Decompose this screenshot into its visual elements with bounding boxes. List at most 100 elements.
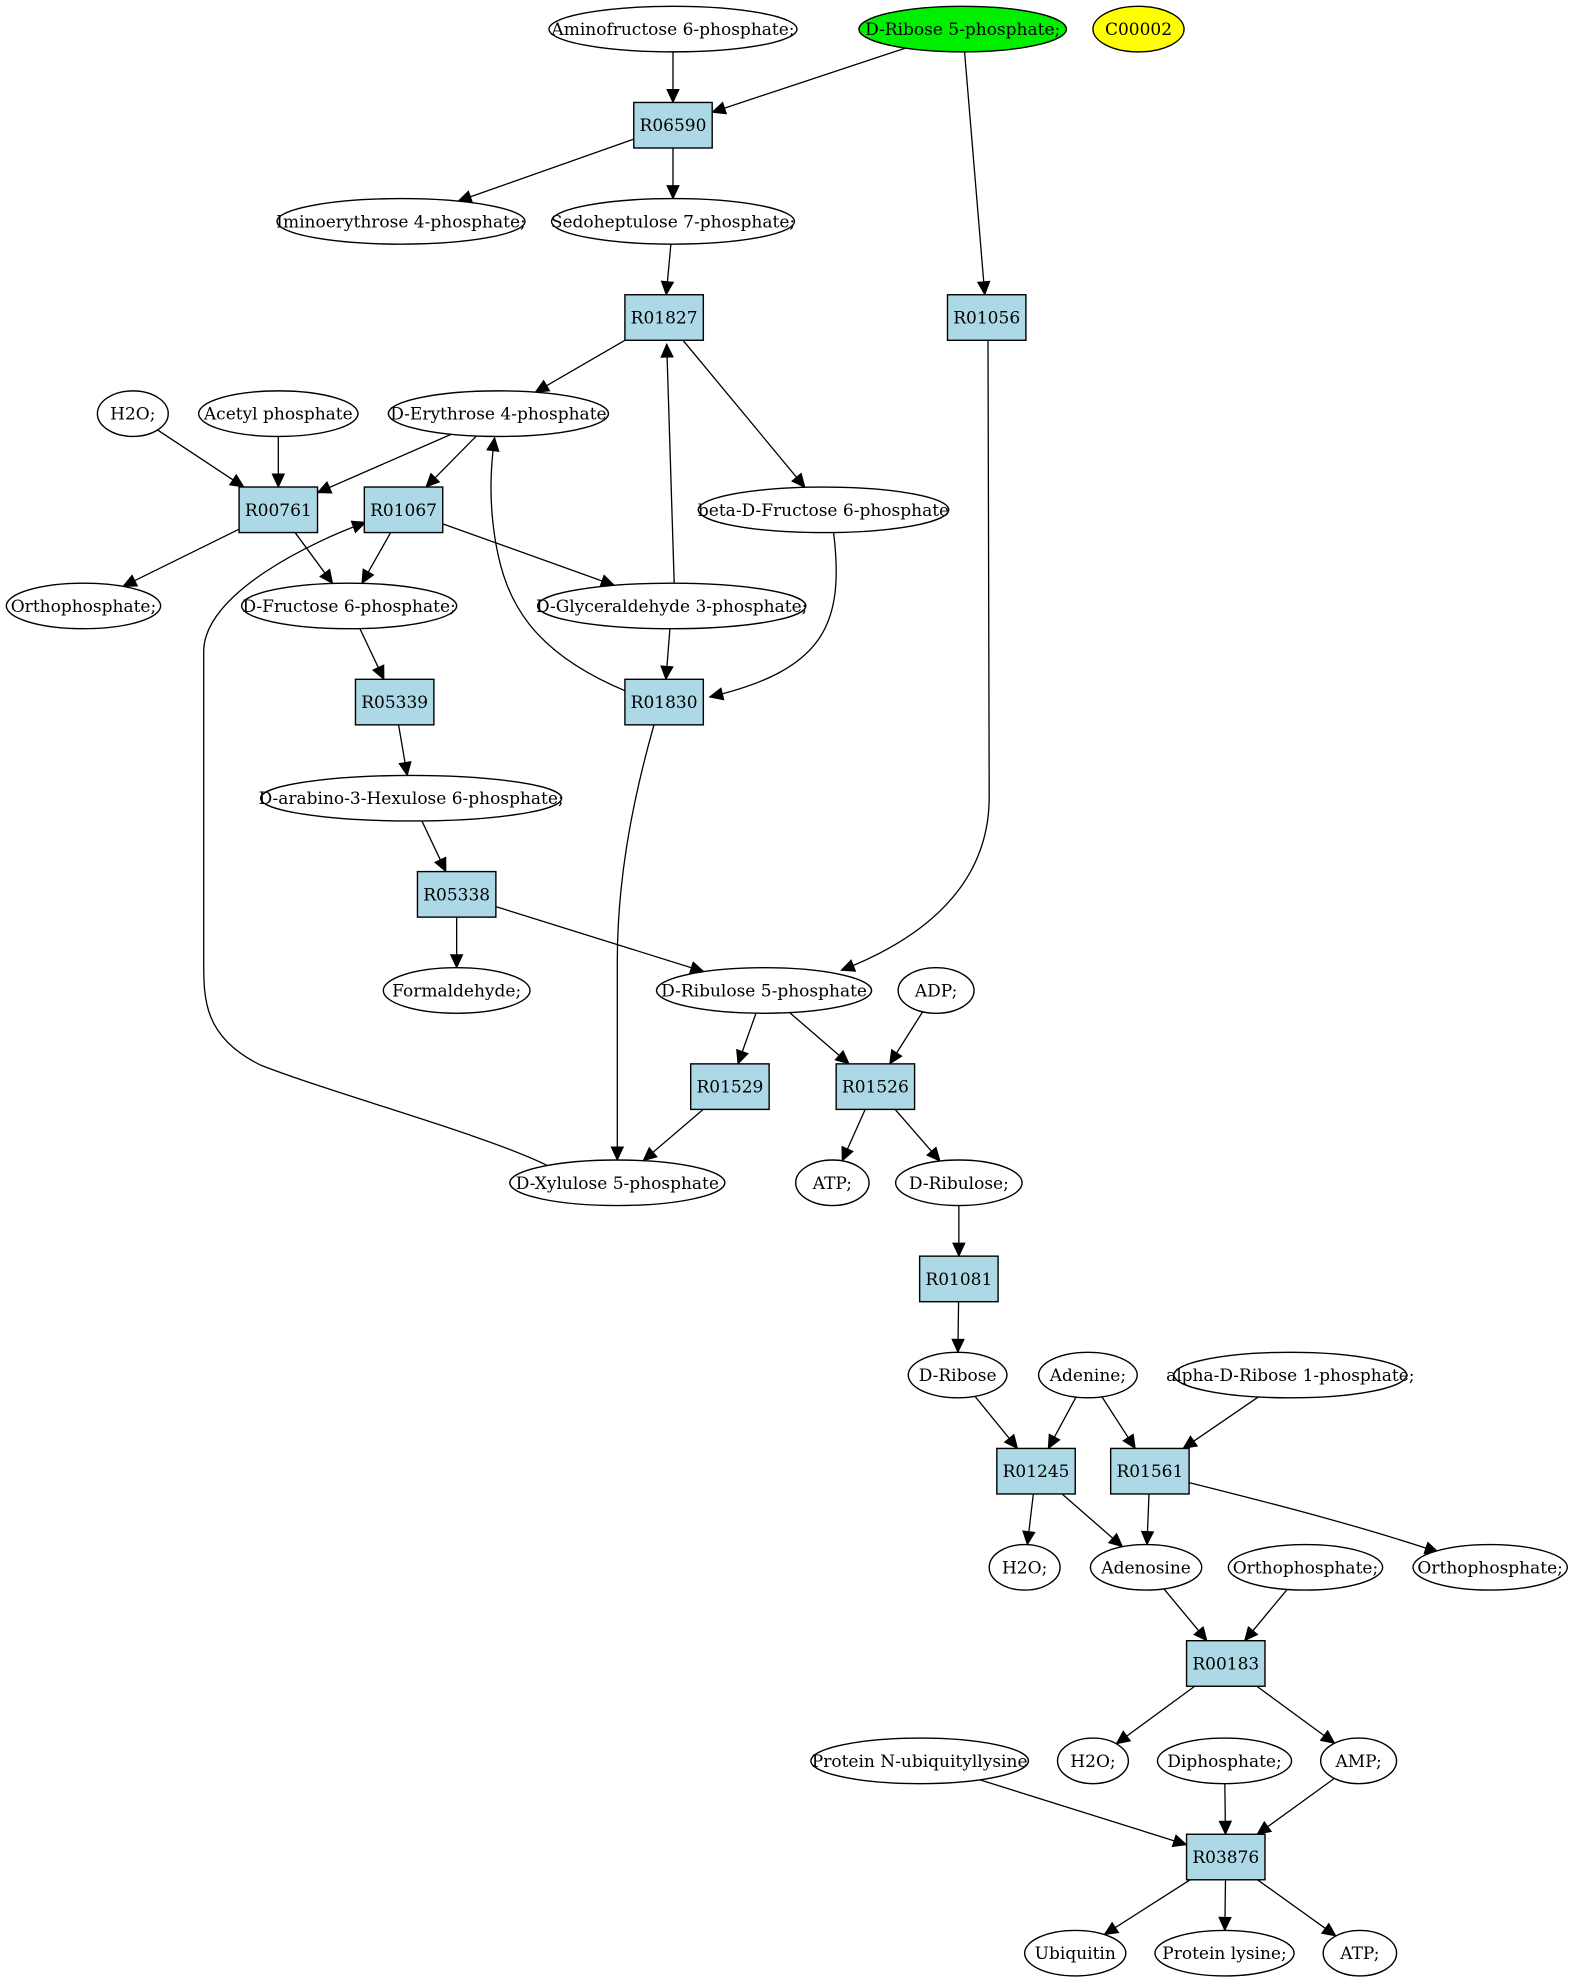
- edge-darabino-to-r05338: [421, 820, 447, 873]
- reaction-node-r01081[interactable]: R01081: [918, 1255, 999, 1303]
- compound-node-formaldehyde[interactable]: Formaldehyde;: [382, 967, 531, 1014]
- reaction-node-r05338[interactable]: R05338: [416, 870, 497, 918]
- reaction-node-r00761[interactable]: R00761: [238, 486, 319, 534]
- reaction-node-r01561[interactable]: R01561: [1109, 1447, 1190, 1495]
- compound-node-atp_1[interactable]: ATP;: [794, 1159, 870, 1207]
- node-label: ADP;: [914, 981, 957, 1001]
- edge-dribulose5p-to-r01526: [789, 1012, 850, 1065]
- edge-line: [979, 1779, 1187, 1846]
- compound-node-adenine[interactable]: Adenine;: [1037, 1351, 1138, 1399]
- reaction-box: [238, 486, 319, 534]
- node-label: Diphosphate;: [1167, 1752, 1281, 1772]
- reaction-box: [633, 101, 713, 149]
- reaction-node-r01827[interactable]: R01827: [624, 294, 705, 341]
- node-label: R01526: [842, 1078, 909, 1098]
- arrowhead: [834, 1049, 850, 1065]
- arrowhead: [660, 665, 674, 681]
- compound-node-alphadribose[interactable]: alpha-D-Ribose 1-phosphate;: [1166, 1351, 1415, 1399]
- edge-r01245-to-h2o_2: [1022, 1493, 1036, 1546]
- compound-ellipse: [276, 197, 526, 245]
- reaction-box: [1185, 1833, 1266, 1881]
- compound-node-adenosine[interactable]: Adenosine: [1089, 1543, 1203, 1591]
- compound-node-sedoheptulose[interactable]: Sedoheptulose 7-phosphate;: [551, 197, 795, 245]
- edge-amp-to-r03876: [1256, 1777, 1335, 1835]
- compound-node-proteinnubiq[interactable]: Protein N-ubiquityllysine: [810, 1737, 1030, 1785]
- edge-r03876-to-ubiquitin: [1103, 1879, 1191, 1936]
- compound-node-h2o_2[interactable]: H2O;: [988, 1543, 1061, 1591]
- node-label: D-Ribulose 5-phosphate: [661, 981, 867, 1001]
- node-label: R03876: [1192, 1848, 1259, 1868]
- compound-node-adp[interactable]: ADP;: [897, 967, 975, 1014]
- edge-line: [1256, 1685, 1335, 1744]
- node-label: ATP;: [812, 1174, 852, 1194]
- edge-r01067-to-dfructose6p: [361, 532, 392, 585]
- compound-node-dribulose[interactable]: D-Ribulose;: [894, 1159, 1023, 1207]
- reaction-node-r01245[interactable]: R01245: [996, 1447, 1076, 1495]
- compound-node-diphosphate[interactable]: Diphosphate;: [1156, 1737, 1293, 1785]
- edge-line: [840, 340, 990, 971]
- compound-ellipse: [1154, 1929, 1295, 1977]
- compound-ellipse: [240, 582, 458, 630]
- compound-node-amp[interactable]: AMP;: [1319, 1737, 1398, 1785]
- compound-node-derythrose[interactable]: D-Erythrose 4-phosphate: [387, 390, 610, 438]
- arrowhead: [122, 574, 139, 587]
- reaction-node-r06590[interactable]: R06590: [633, 101, 713, 149]
- compound-node-atp_2[interactable]: ATP;: [1322, 1929, 1398, 1977]
- compound-node-iminoerythrose[interactable]: Iminoerythrose 4-phosphate;: [276, 197, 526, 245]
- reaction-box: [918, 1255, 999, 1303]
- compound-ellipse: [1089, 1543, 1203, 1591]
- compound-node-dribulose5p[interactable]: D-Ribulose 5-phosphate: [655, 967, 873, 1014]
- node-label: Orthophosphate;: [1417, 1558, 1562, 1578]
- edge-r00183-to-h2o_3: [1115, 1685, 1196, 1745]
- compound-ellipse: [509, 1159, 726, 1207]
- reaction-node-r01830[interactable]: R01830: [624, 678, 705, 726]
- compound-ellipse: [810, 1737, 1030, 1785]
- compound-node-dfructose6p[interactable]: D-Fructose 6-phosphate;: [240, 582, 458, 630]
- node-label: Ubiquitin: [1035, 1944, 1116, 1964]
- compound-node-ubiquitin[interactable]: Ubiquitin: [1023, 1929, 1127, 1977]
- edge-derythrose-to-r01067: [425, 435, 477, 488]
- compound-node-dribose5p[interactable]: D-Ribose 5-phosphate;: [858, 5, 1068, 53]
- reaction-node-r01056[interactable]: R01056: [946, 294, 1027, 341]
- compound-ellipse: [794, 1159, 870, 1207]
- compound-ellipse: [655, 967, 873, 1014]
- node-label: Formaldehyde;: [392, 981, 521, 1001]
- reaction-node-r01067[interactable]: R01067: [363, 486, 444, 534]
- node-label: Protein lysine;: [1162, 1944, 1286, 1964]
- edge-line: [457, 138, 634, 202]
- compound-ellipse: [697, 486, 950, 534]
- node-label: R00761: [245, 501, 312, 521]
- reaction-node-r01529[interactable]: R01529: [689, 1063, 770, 1111]
- arrowhead: [610, 1146, 625, 1162]
- compound-node-betafructose[interactable]: beta-D-Fructose 6-phosphate: [697, 486, 950, 534]
- reaction-node-r03876[interactable]: R03876: [1185, 1833, 1266, 1881]
- reaction-node-r01526[interactable]: R01526: [835, 1063, 916, 1111]
- edge-r03876-to-atp_2: [1257, 1879, 1337, 1937]
- arrowhead: [433, 856, 447, 873]
- edge-dribose5p-to-r06590: [711, 47, 906, 115]
- compound-node-orthop_3[interactable]: Orthophosphate;: [1412, 1543, 1569, 1591]
- edge-r01081-to-dribose: [951, 1301, 965, 1354]
- arrowhead: [398, 761, 412, 777]
- edge-r01827-to-derythrose: [534, 339, 626, 393]
- compound-node-orthop_2[interactable]: Orthophosphate;: [1227, 1543, 1384, 1591]
- edge-acetylp-to-r00761: [271, 436, 286, 489]
- compound-node-acetylp[interactable]: Acetyl phosphate: [197, 390, 359, 438]
- compound-node-orthop_1[interactable]: Orthophosphate;: [5, 582, 162, 630]
- reaction-node-r05339[interactable]: R05339: [354, 678, 435, 726]
- compound-node-proteinlysine[interactable]: Protein lysine;: [1154, 1929, 1295, 1977]
- compound-node-darabino[interactable]: D-arabino-3-Hexulose 6-phosphate;: [259, 774, 564, 822]
- compound-node-aminofructose[interactable]: Aminofructose 6-phosphate;: [548, 5, 798, 53]
- compound-node-h2o_3[interactable]: H2O;: [1056, 1737, 1130, 1785]
- edge-line: [963, 51, 986, 295]
- arrowhead: [228, 473, 245, 488]
- compound-node-dxylulose[interactable]: D-Xylulose 5-phosphate: [509, 1159, 726, 1207]
- compound-node-dglyceraldehyde[interactable]: D-Glyceraldehyde 3-phosphate;: [536, 582, 807, 630]
- arrowhead: [371, 664, 385, 681]
- compound-node-h2o_1[interactable]: H2O;: [96, 390, 169, 438]
- reaction-node-r00183[interactable]: R00183: [1185, 1640, 1266, 1687]
- compound-node-dribose[interactable]: D-Ribose: [907, 1351, 1008, 1399]
- edge-proteinnubiq-to-r03876: [979, 1779, 1188, 1848]
- compound-ellipse: [5, 582, 162, 630]
- compound-node-c00002[interactable]: C00002: [1092, 5, 1185, 53]
